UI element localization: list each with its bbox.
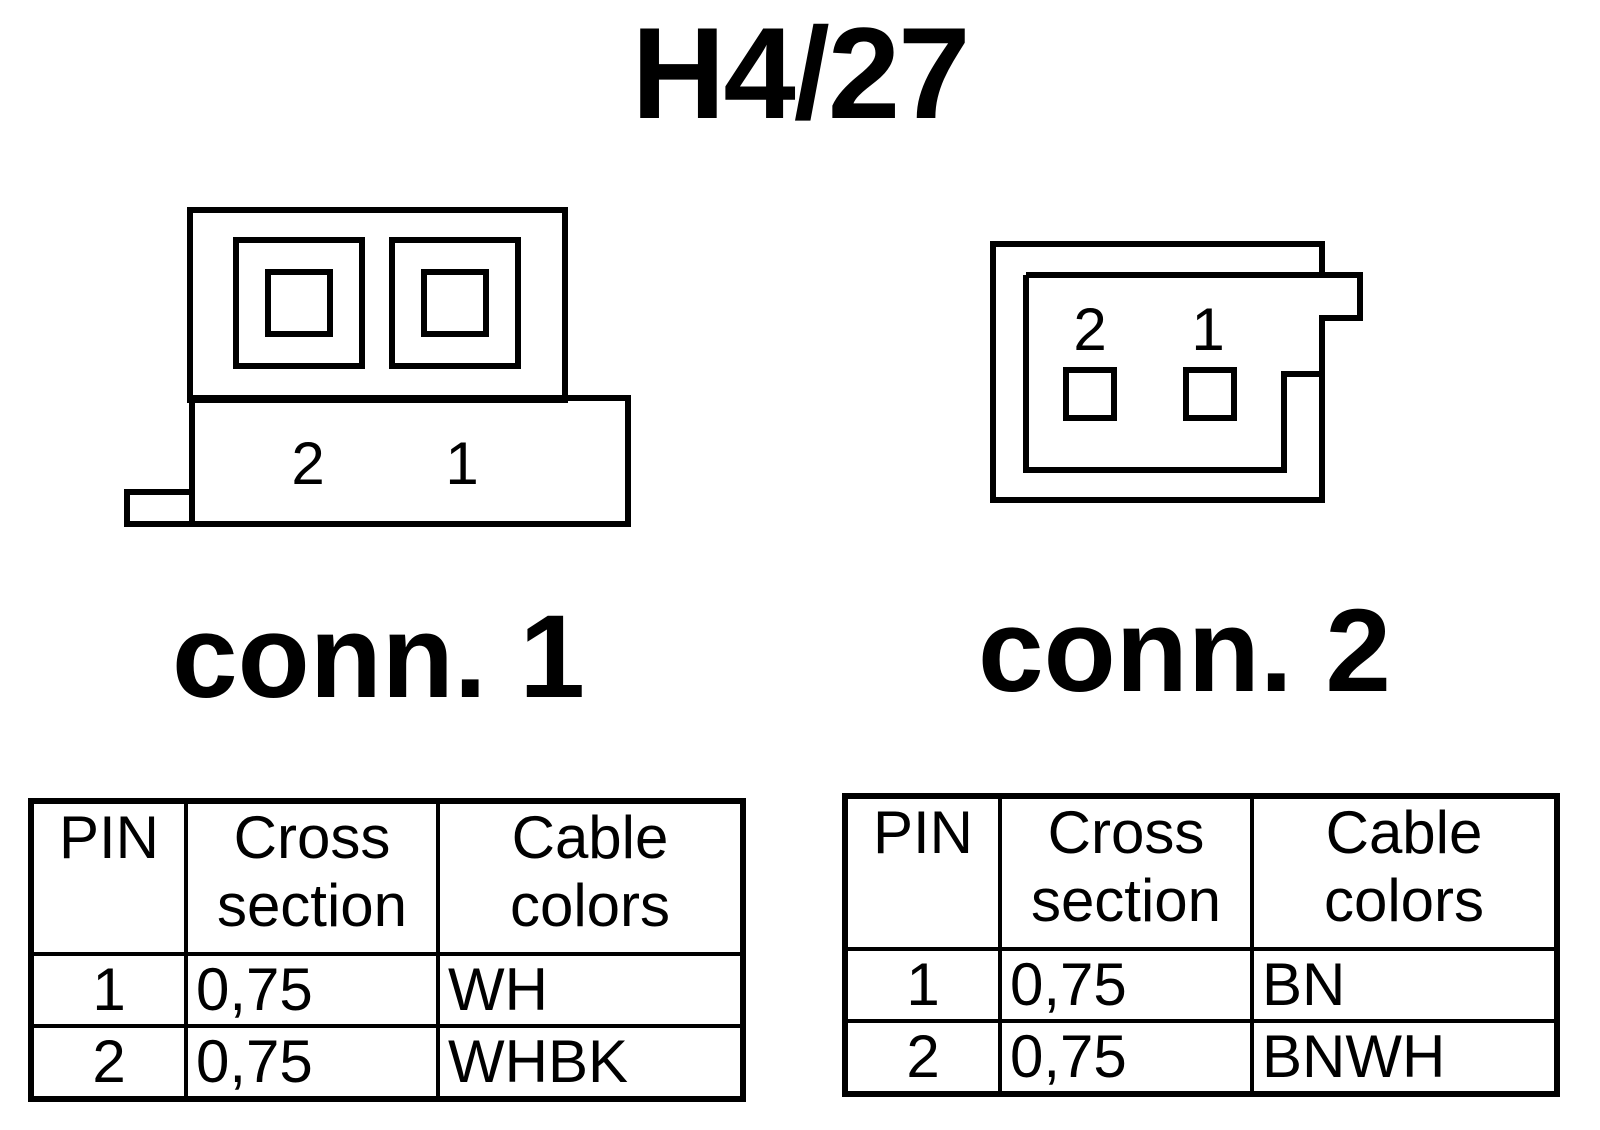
connector-2-pin-label-2: 2 — [1073, 296, 1106, 363]
cable-color-cell: BNWH — [1250, 1019, 1559, 1096]
cable-color-cell: WH — [436, 952, 745, 1028]
cable-colors-column-header: Cable colors — [1250, 794, 1559, 951]
pin-cell: 1 — [29, 952, 188, 1028]
connector-2-drawing — [990, 241, 1363, 503]
connector-2-inner-wall — [1023, 272, 1322, 473]
connector-2-pin-label-1: 1 — [1191, 296, 1224, 363]
diagram-title: H4/27 — [631, 0, 971, 146]
connector-2-pin-table: PIN Cross section Cable colors 1 0,75 BN… — [842, 793, 1560, 1097]
table-row: 2 0,75 WHBK — [29, 1024, 745, 1101]
cross-section-column-header: Cross section — [998, 794, 1254, 951]
cross-section-cell: 0,75 — [998, 947, 1254, 1023]
table-row: 1 0,75 BN — [843, 947, 1559, 1023]
table-header-row: PIN Cross section Cable colors — [843, 794, 1559, 951]
connector-1-pin-table: PIN Cross section Cable colors 1 0,75 WH… — [28, 798, 746, 1102]
pin-cell: 1 — [843, 947, 1002, 1023]
cross-section-cell: 0,75 — [998, 1019, 1254, 1096]
connector-1-pin-2-socket — [233, 237, 365, 369]
cross-section-column-header: Cross section — [184, 799, 440, 956]
pin-column-header: PIN — [843, 794, 1002, 951]
table-row: 2 0,75 BNWH — [843, 1019, 1559, 1096]
pin-column-header: PIN — [29, 799, 188, 956]
cable-color-cell: BN — [1250, 947, 1559, 1023]
connector-2-outer-housing — [990, 241, 1363, 503]
connector-2-label: conn. 2 — [978, 585, 1392, 717]
cable-colors-column-header: Cable colors — [436, 799, 745, 956]
connector-1-pin-2-contact — [265, 269, 333, 337]
cross-section-cell: 0,75 — [184, 1024, 440, 1101]
connector-1-base — [189, 395, 631, 527]
pin-cell: 2 — [29, 1024, 188, 1101]
connector-2-pin-2-contact — [1063, 367, 1117, 421]
connector-1-latch — [124, 489, 195, 527]
connector-1-pin-label-1: 1 — [445, 430, 478, 497]
cross-section-cell: 0,75 — [184, 952, 440, 1028]
pin-cell: 2 — [843, 1019, 1002, 1096]
table-row: 1 0,75 WH — [29, 952, 745, 1028]
connector-1-pin-1-socket — [389, 237, 521, 369]
connector-1-label: conn. 1 — [172, 591, 586, 723]
table-header-row: PIN Cross section Cable colors — [29, 799, 745, 956]
connector-1-pin-1-contact — [421, 269, 489, 337]
connector-2-pin-1-contact — [1183, 367, 1237, 421]
connector-1-pin-label-2: 2 — [291, 430, 324, 497]
connector-1-drawing — [124, 207, 631, 527]
cable-color-cell: WHBK — [436, 1024, 745, 1101]
